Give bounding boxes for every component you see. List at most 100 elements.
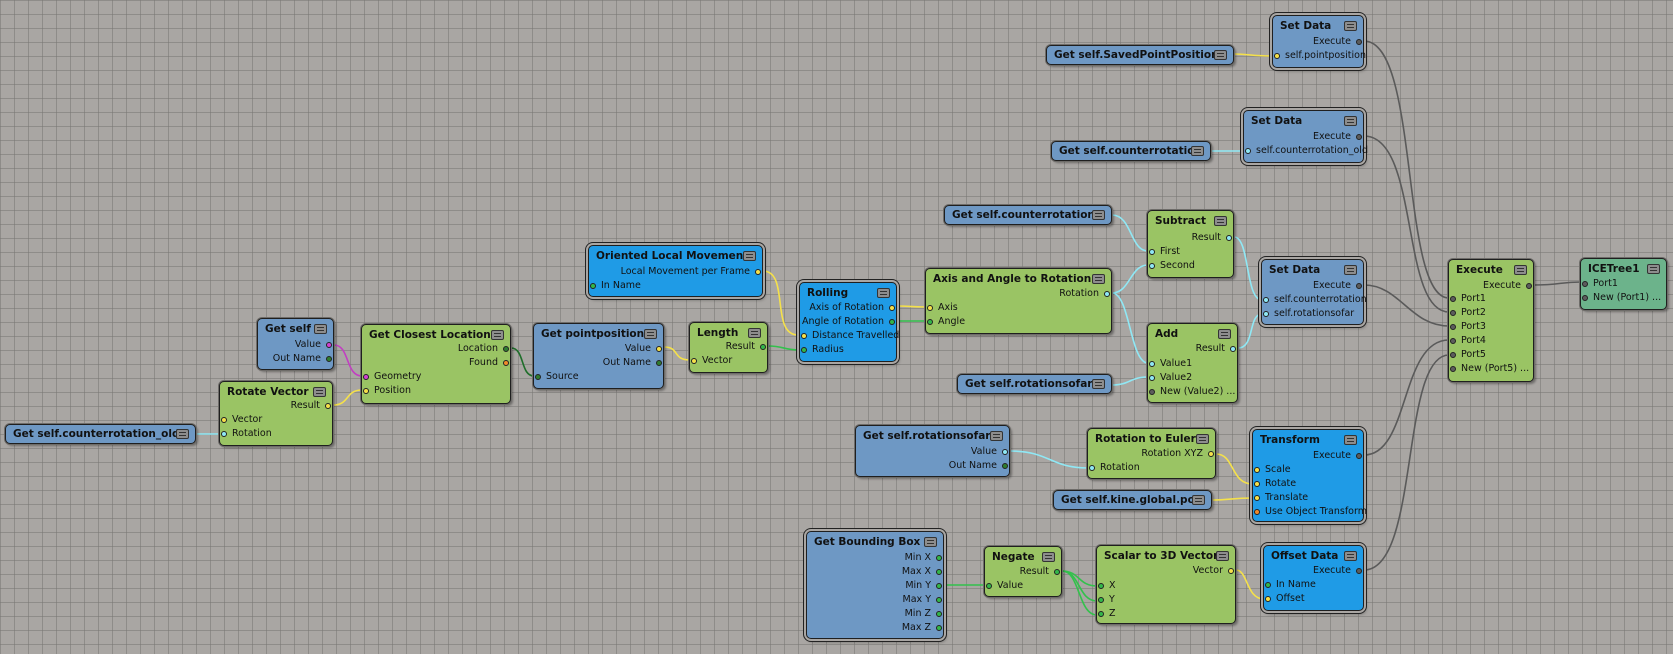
port-second[interactable]: Second <box>1149 259 1195 272</box>
collapse-icon[interactable] <box>1092 210 1105 220</box>
collapse-icon[interactable] <box>1092 379 1105 389</box>
port-z[interactable]: Z <box>1098 607 1116 620</box>
axis-angle-to-rotation-node[interactable]: Axis and Angle to Rotation Rotation Axis… <box>925 268 1112 334</box>
port-self-rotationsofar[interactable]: self.rotationsofar <box>1263 307 1354 320</box>
get-rotationsofar-node-1[interactable]: Get self.rotationsofar <box>957 374 1112 394</box>
port-result[interactable]: Result <box>1020 565 1060 578</box>
port-value[interactable]: Value <box>986 579 1023 592</box>
collapse-icon[interactable] <box>314 324 327 334</box>
collapse-icon[interactable] <box>877 288 890 298</box>
collapse-icon[interactable] <box>743 251 756 261</box>
rotation-to-euler-node[interactable]: Rotation to Euler Rotation XYZ Rotation <box>1087 428 1216 479</box>
collapse-icon[interactable] <box>1192 495 1205 505</box>
negate-node[interactable]: Negate Result Value <box>984 546 1062 597</box>
port-x[interactable]: X <box>1098 579 1116 592</box>
get-pointposition-node[interactable]: Get pointposition Value Out Name Source <box>533 323 664 389</box>
collapse-icon[interactable] <box>176 429 189 439</box>
collapse-icon[interactable] <box>1344 435 1357 445</box>
get-bounding-box-node[interactable]: Get Bounding Box Min X Max X Min Y Max Y… <box>806 531 944 639</box>
port-scale[interactable]: Scale <box>1254 463 1291 476</box>
oriented-local-movement-node[interactable]: Oriented Local Movement Local Movement p… <box>588 245 763 297</box>
port-out-name[interactable]: Out Name <box>273 352 332 365</box>
collapse-icon[interactable] <box>1647 264 1660 274</box>
port-3[interactable]: Port3 <box>1450 320 1486 333</box>
port-geometry[interactable]: Geometry <box>363 370 421 383</box>
get-closest-location-node[interactable]: Get Closest Location Location Found Geom… <box>361 324 511 404</box>
transform-node[interactable]: Transform Execute Scale Rotate Translate… <box>1252 429 1367 522</box>
collapse-icon[interactable] <box>1196 434 1209 444</box>
port-result[interactable]: Result <box>1196 342 1236 355</box>
port-value1[interactable]: Value1 <box>1149 357 1192 370</box>
get-counterrotation-node-1[interactable]: Get self.counterrotation <box>1051 141 1211 161</box>
rotate-vector-node[interactable]: Rotate Vector Result Vector Rotation <box>219 381 333 446</box>
port-in-name[interactable]: In Name <box>1265 578 1316 591</box>
port-result[interactable]: Result <box>1192 231 1232 244</box>
rolling-node[interactable]: Rolling Axis of Rotation Angle of Rotati… <box>799 282 899 362</box>
collapse-icon[interactable] <box>1344 265 1357 275</box>
port-value[interactable]: Value <box>625 342 662 355</box>
port-value[interactable]: Value <box>971 445 1008 458</box>
collapse-icon[interactable] <box>1042 552 1055 562</box>
collapse-icon[interactable] <box>491 330 504 340</box>
get-savedpointpositions-node[interactable]: Get self.SavedPointPositions <box>1046 45 1234 65</box>
port-y[interactable]: Y <box>1098 593 1115 606</box>
port-offset[interactable]: Offset <box>1265 592 1305 605</box>
port-out-name[interactable]: Out Name <box>949 459 1008 472</box>
collapse-icon[interactable] <box>1218 329 1231 339</box>
port-max-y[interactable]: Max Y <box>903 593 942 606</box>
set-data-node-3[interactable]: Set Data Execute self.counterrotation se… <box>1261 259 1367 325</box>
collapse-icon[interactable] <box>1344 551 1357 561</box>
port-execute[interactable]: Execute <box>1313 35 1362 48</box>
port-distance-travelled[interactable]: Distance Travelled <box>801 329 899 342</box>
port-min-z[interactable]: Min Z <box>905 607 942 620</box>
get-counterrotation-old-node[interactable]: Get self.counterrotation_old <box>5 424 196 444</box>
port-rotation[interactable]: Rotation <box>1059 287 1110 300</box>
collapse-icon[interactable] <box>1344 21 1357 31</box>
port-new[interactable]: New (Port1) ... <box>1582 291 1661 304</box>
get-self-node[interactable]: Get self Value Out Name <box>257 318 334 370</box>
collapse-icon[interactable] <box>1216 551 1229 561</box>
port-translate[interactable]: Translate <box>1254 491 1308 504</box>
port-location[interactable]: Location <box>458 342 509 355</box>
port-radius[interactable]: Radius <box>801 343 844 356</box>
port-self-counterrotation[interactable]: self.counterrotation <box>1263 293 1367 306</box>
port-vector[interactable]: Vector <box>691 354 732 367</box>
port-vector[interactable]: Vector <box>221 413 262 426</box>
add-node[interactable]: Add Result Value1 Value2 New (Value2) ..… <box>1147 323 1238 403</box>
port-5[interactable]: Port5 <box>1450 348 1486 361</box>
port-2[interactable]: Port2 <box>1450 306 1486 319</box>
port-execute[interactable]: Execute <box>1313 130 1362 143</box>
set-data-node-1[interactable]: Set Data Execute self.pointposition <box>1272 15 1366 68</box>
port-result[interactable]: Result <box>291 399 331 412</box>
collapse-icon[interactable] <box>1214 50 1227 60</box>
port-angle[interactable]: Angle <box>927 315 965 328</box>
execute-node[interactable]: Execute Execute Port1 Port2 Port3 Port4 … <box>1448 259 1534 382</box>
port-1[interactable]: Port1 <box>1582 277 1618 290</box>
get-rotationsofar-node-2[interactable]: Get self.rotationsofar Value Out Name <box>855 425 1010 477</box>
collapse-icon[interactable] <box>748 328 761 338</box>
collapse-icon[interactable] <box>313 387 326 397</box>
port-in-name[interactable]: In Name <box>590 279 641 292</box>
port-source[interactable]: Source <box>535 370 579 383</box>
port-rotate[interactable]: Rotate <box>1254 477 1296 490</box>
collapse-icon[interactable] <box>924 537 937 547</box>
port-use-object-transform[interactable]: Use Object Transform <box>1254 505 1367 518</box>
port-axis-of-rotation[interactable]: Axis of Rotation <box>809 301 895 314</box>
port-local-movement[interactable]: Local Movement per Frame <box>621 265 761 278</box>
port-value[interactable]: Value <box>295 338 332 351</box>
port-out-name[interactable]: Out Name <box>603 356 662 369</box>
port-1[interactable]: Port1 <box>1450 292 1486 305</box>
port-self-pointposition[interactable]: self.pointposition <box>1274 49 1366 62</box>
port-rotation[interactable]: Rotation <box>221 427 272 440</box>
collapse-icon[interactable] <box>1344 116 1357 126</box>
port-axis[interactable]: Axis <box>927 301 958 314</box>
port-rotation[interactable]: Rotation <box>1089 461 1140 474</box>
port-angle-of-rotation[interactable]: Angle of Rotation <box>802 315 895 328</box>
port-max-x[interactable]: Max X <box>902 565 942 578</box>
port-new-value[interactable]: New (Value2) ... <box>1149 385 1235 398</box>
collapse-icon[interactable] <box>990 431 1003 441</box>
collapse-icon[interactable] <box>1191 146 1204 156</box>
port-execute[interactable]: Execute <box>1313 279 1362 292</box>
port-max-z[interactable]: Max Z <box>902 621 942 634</box>
port-rotation-xyz[interactable]: Rotation XYZ <box>1141 447 1214 460</box>
